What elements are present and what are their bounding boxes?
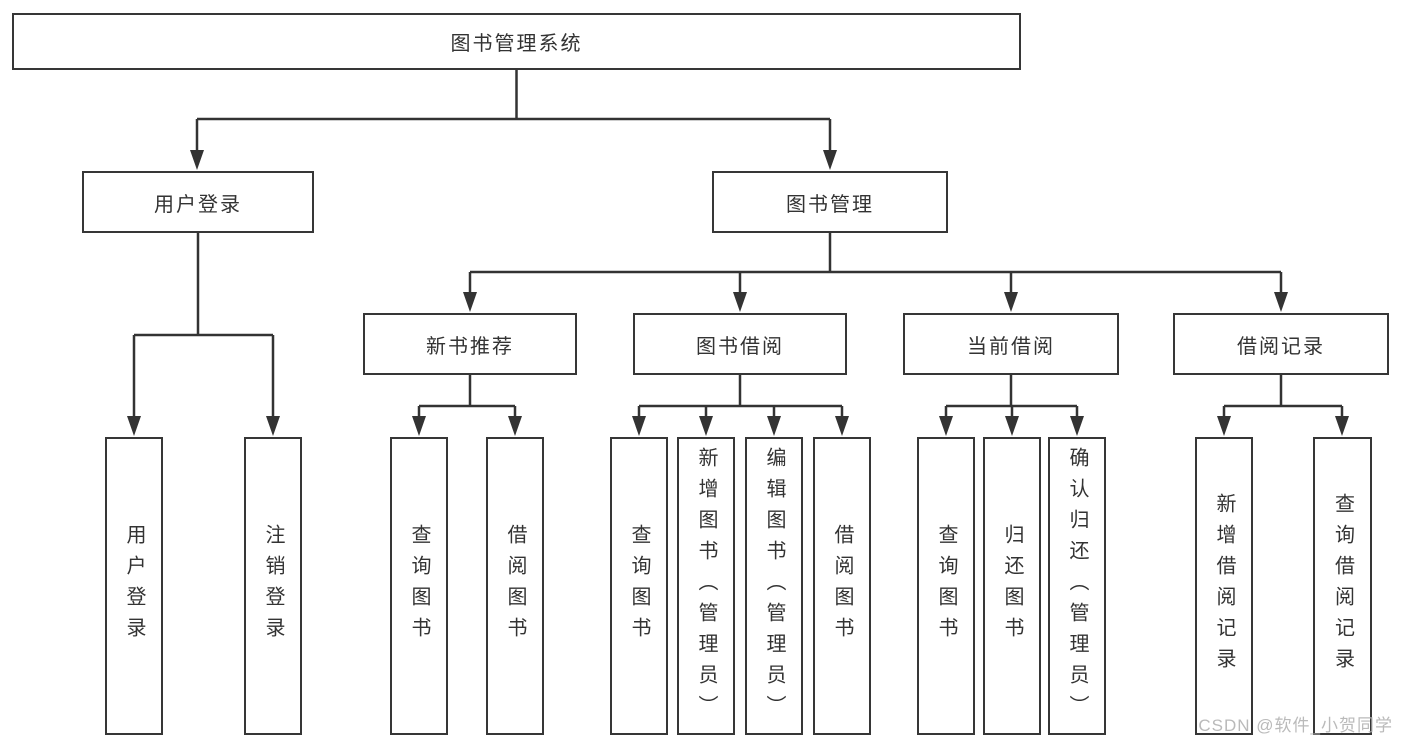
leaf-add-books-admin-label: 新增图书（管理员） [695, 446, 717, 726]
leaf-user-login-label: 用户登录 [123, 524, 145, 648]
node-user-login: 用户登录 [82, 171, 314, 233]
leaf-add-borrow-record-label: 新增借阅记录 [1213, 493, 1235, 679]
leaf-edit-books-admin: 编辑图书（管理员） [745, 437, 803, 735]
node-root-label: 图书管理系统 [450, 33, 583, 55]
node-book-borrowing-label: 图书借阅 [696, 335, 784, 358]
leaf-borrow-books-1-label: 借阅图书 [504, 524, 526, 648]
leaf-query-books-3-label: 查询图书 [935, 524, 957, 648]
leaf-query-borrow-record-label: 查询借阅记录 [1331, 493, 1354, 679]
leaf-edit-books-admin-label: 编辑图书（管理员） [763, 446, 785, 726]
connector-borrowing-records-to-leaves [1222, 375, 1344, 418]
node-new-book-recommend: 新书推荐 [363, 313, 577, 375]
node-root: 图书管理系统 [12, 13, 1021, 70]
leaf-borrow-books-2: 借阅图书 [813, 437, 871, 735]
leaf-user-login: 用户登录 [105, 437, 163, 735]
leaf-logout-label: 注销登录 [262, 524, 284, 648]
node-current-borrowing: 当前借阅 [903, 313, 1119, 375]
connector-book-borrowing-to-leaves [637, 375, 844, 418]
leaf-return-books-label: 归还图书 [1001, 524, 1023, 648]
leaf-add-books-admin: 新增图书（管理员） [677, 437, 735, 735]
leaf-logout: 注销登录 [244, 437, 302, 735]
connector-arrowheads [127, 150, 1349, 436]
node-book-borrowing: 图书借阅 [633, 313, 847, 375]
leaf-add-borrow-record: 新增借阅记录 [1195, 437, 1253, 735]
leaf-borrow-books-2-label: 借阅图书 [831, 524, 853, 648]
node-book-management-label: 图书管理 [786, 193, 874, 216]
connector-current-borrowing-to-leaves [944, 375, 1079, 418]
csdn-watermark: CSDN @软件_小贺同学 [1198, 716, 1393, 735]
leaf-query-borrow-record: 查询借阅记录 [1313, 437, 1372, 735]
leaf-confirm-return-admin-label: 确认归还（管理员） [1066, 446, 1088, 726]
node-borrowing-records: 借阅记录 [1173, 313, 1389, 375]
leaf-query-books-2: 查询图书 [610, 437, 668, 735]
leaf-borrow-books-1: 借阅图书 [486, 437, 544, 735]
node-user-login-label: 用户登录 [154, 193, 242, 216]
node-new-book-recommend-label: 新书推荐 [426, 335, 514, 358]
connector-user-login-to-leaves [132, 233, 275, 418]
leaf-query-books-2-label: 查询图书 [628, 524, 650, 648]
leaf-confirm-return-admin: 确认归还（管理员） [1048, 437, 1106, 735]
leaf-query-books-3: 查询图书 [917, 437, 975, 735]
leaf-return-books: 归还图书 [983, 437, 1041, 735]
node-current-borrowing-label: 当前借阅 [967, 335, 1055, 358]
leaf-query-books-1-label: 查询图书 [408, 524, 430, 648]
connector-new-book-recommend-to-leaves [417, 375, 517, 418]
leaf-query-books-1: 查询图书 [390, 437, 448, 735]
connector-book-management-to-level3 [468, 233, 1283, 294]
node-borrowing-records-label: 借阅记录 [1237, 335, 1325, 358]
connector-root-to-level2 [195, 70, 832, 152]
node-book-management: 图书管理 [712, 171, 948, 233]
